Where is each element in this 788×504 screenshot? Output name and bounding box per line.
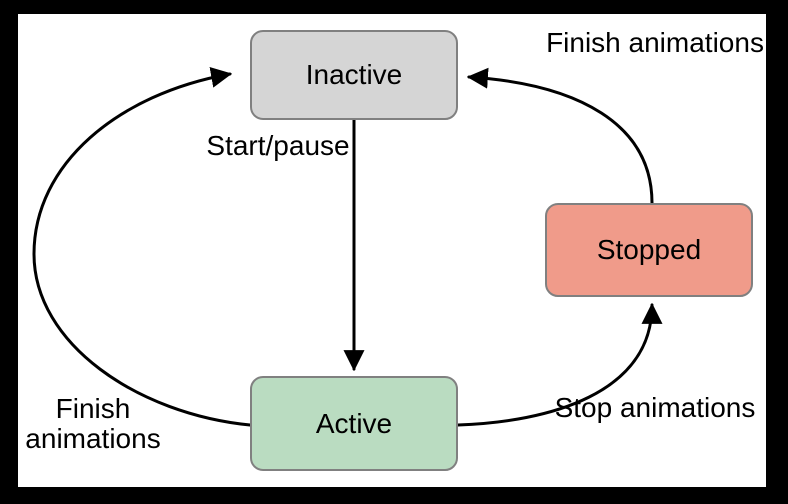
state-label-stopped: Stopped <box>596 234 702 265</box>
state-label-active: Active <box>315 407 393 439</box>
transition-label-start-pause: Start/pause <box>206 130 350 161</box>
state-label-inactive: Inactive <box>305 59 403 90</box>
arrow-stop-animations <box>456 302 663 427</box>
transition-label-finish-animations-top: Finish animations <box>546 27 764 58</box>
state-node-active: Active <box>250 376 458 471</box>
diagram-canvas: Inactive Active Stopped Start/pause Fini… <box>18 14 766 487</box>
transition-label-stop-animations: Stop animations <box>554 392 756 423</box>
state-node-stopped: Stopped <box>545 203 753 297</box>
arrow-finish-animations-left <box>32 66 252 427</box>
arrow-finish-animations-top <box>466 67 654 205</box>
transition-label-finish-animations-left: Finish animations <box>25 393 161 454</box>
state-node-inactive: Inactive <box>250 30 458 120</box>
transition-arrows-layer <box>32 66 663 427</box>
